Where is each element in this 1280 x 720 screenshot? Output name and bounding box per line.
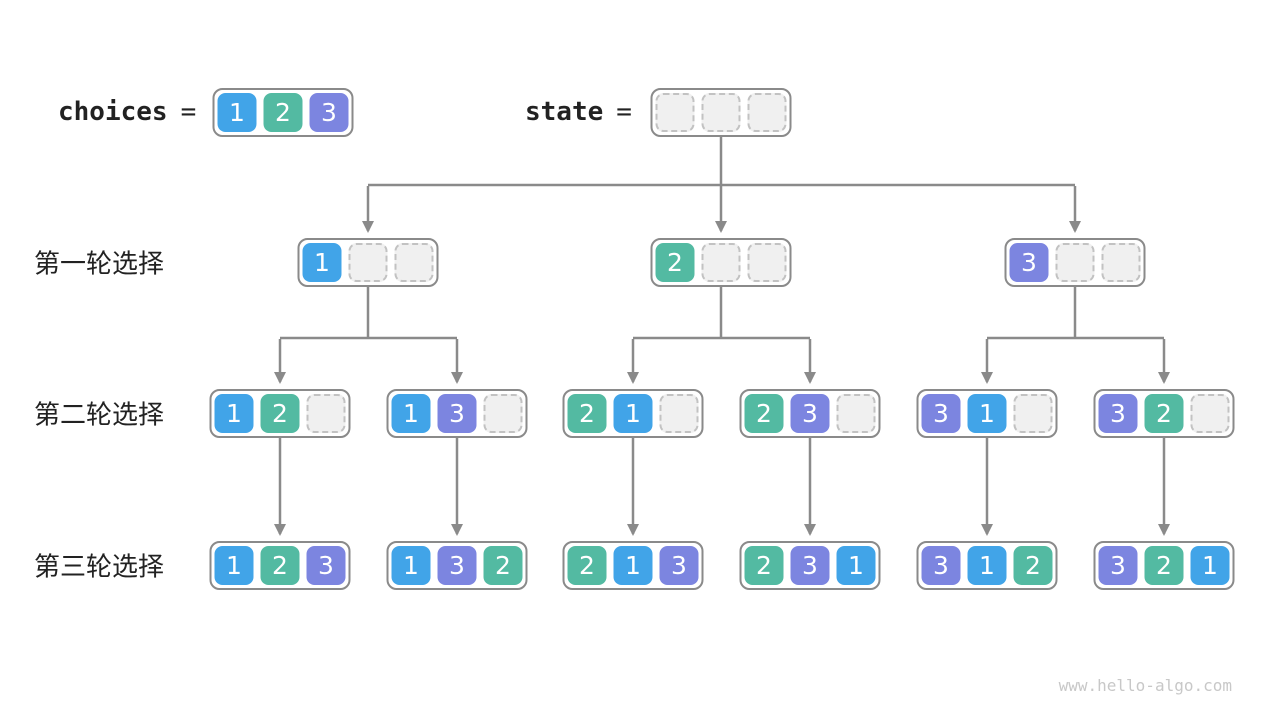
state-box-r1-3: 3 xyxy=(1004,238,1146,287)
array-tile: 3 xyxy=(1098,546,1138,585)
array-tile xyxy=(655,93,695,132)
array-tile: 1 xyxy=(836,546,876,585)
array-tile: 2 xyxy=(655,243,695,282)
array-tile: 1 xyxy=(302,243,342,282)
array-tile xyxy=(1055,243,1095,282)
array-tile xyxy=(306,394,346,433)
array-tile: 3 xyxy=(659,546,699,585)
state-box-r2-6: 3 2 xyxy=(1093,389,1235,438)
array-tile: 1 xyxy=(967,394,1007,433)
array-tile: 2 xyxy=(260,394,300,433)
state-box-r2-2: 1 3 xyxy=(386,389,528,438)
array-tile xyxy=(483,394,523,433)
watermark: www.hello-algo.com xyxy=(1058,676,1232,695)
array-tile: 3 xyxy=(790,546,830,585)
state-box-r2-4: 2 3 xyxy=(739,389,881,438)
array-tile: 2 xyxy=(1013,546,1053,585)
state-box-r2-1: 1 2 xyxy=(209,389,351,438)
state-box-r3-5: 3 1 2 xyxy=(916,541,1058,590)
array-tile: 3 xyxy=(1009,243,1049,282)
array-tile: 3 xyxy=(437,394,477,433)
array-tile: 1 xyxy=(967,546,1007,585)
array-tile: 2 xyxy=(744,394,784,433)
state-label: state xyxy=(525,97,604,127)
array-tile xyxy=(1013,394,1053,433)
array-tile: 2 xyxy=(744,546,784,585)
array-tile: 3 xyxy=(921,546,961,585)
state-box-r3-2: 1 3 2 xyxy=(386,541,528,590)
array-tile: 1 xyxy=(217,93,257,132)
round3-label: 第三轮选择 xyxy=(34,552,165,583)
array-tile: 3 xyxy=(306,546,346,585)
state-box-r1-1: 1 xyxy=(297,238,439,287)
array-tile: 1 xyxy=(613,394,653,433)
array-tile xyxy=(1101,243,1141,282)
array-tile xyxy=(348,243,388,282)
array-tile: 3 xyxy=(437,546,477,585)
array-tile: 1 xyxy=(1190,546,1230,585)
round1-label: 第一轮选择 xyxy=(34,249,165,280)
array-tile: 3 xyxy=(921,394,961,433)
choices-array-box: 1 2 3 xyxy=(212,88,354,137)
array-tile: 1 xyxy=(613,546,653,585)
state-box-r3-4: 2 3 1 xyxy=(739,541,881,590)
array-tile: 2 xyxy=(1144,546,1184,585)
state-box-r3-6: 3 2 1 xyxy=(1093,541,1235,590)
array-tile: 1 xyxy=(214,394,254,433)
round2-label: 第二轮选择 xyxy=(34,400,165,431)
state-header: state = xyxy=(525,88,632,136)
state-box-r2-3: 2 1 xyxy=(562,389,704,438)
array-tile: 1 xyxy=(391,394,431,433)
equals-sign: = xyxy=(616,97,632,127)
state-box-r3-1: 1 2 3 xyxy=(209,541,351,590)
array-tile: 1 xyxy=(391,546,431,585)
array-tile xyxy=(659,394,699,433)
array-tile xyxy=(701,93,741,132)
array-tile: 3 xyxy=(790,394,830,433)
array-tile xyxy=(836,394,876,433)
choices-header: choices = xyxy=(58,88,196,136)
array-tile: 2 xyxy=(567,546,607,585)
state-array-box xyxy=(650,88,792,137)
array-tile: 2 xyxy=(483,546,523,585)
array-tile: 3 xyxy=(1098,394,1138,433)
array-tile: 1 xyxy=(214,546,254,585)
array-tile xyxy=(394,243,434,282)
array-tile: 2 xyxy=(1144,394,1184,433)
choices-label: choices xyxy=(58,97,168,127)
array-tile xyxy=(747,93,787,132)
array-tile: 2 xyxy=(567,394,607,433)
array-tile: 3 xyxy=(309,93,349,132)
equals-sign: = xyxy=(180,97,197,127)
array-tile xyxy=(701,243,741,282)
state-box-r2-5: 3 1 xyxy=(916,389,1058,438)
array-tile xyxy=(1190,394,1230,433)
array-tile: 2 xyxy=(263,93,303,132)
state-box-r3-3: 2 1 3 xyxy=(562,541,704,590)
array-tile: 2 xyxy=(260,546,300,585)
state-box-r1-2: 2 xyxy=(650,238,792,287)
array-tile xyxy=(747,243,787,282)
